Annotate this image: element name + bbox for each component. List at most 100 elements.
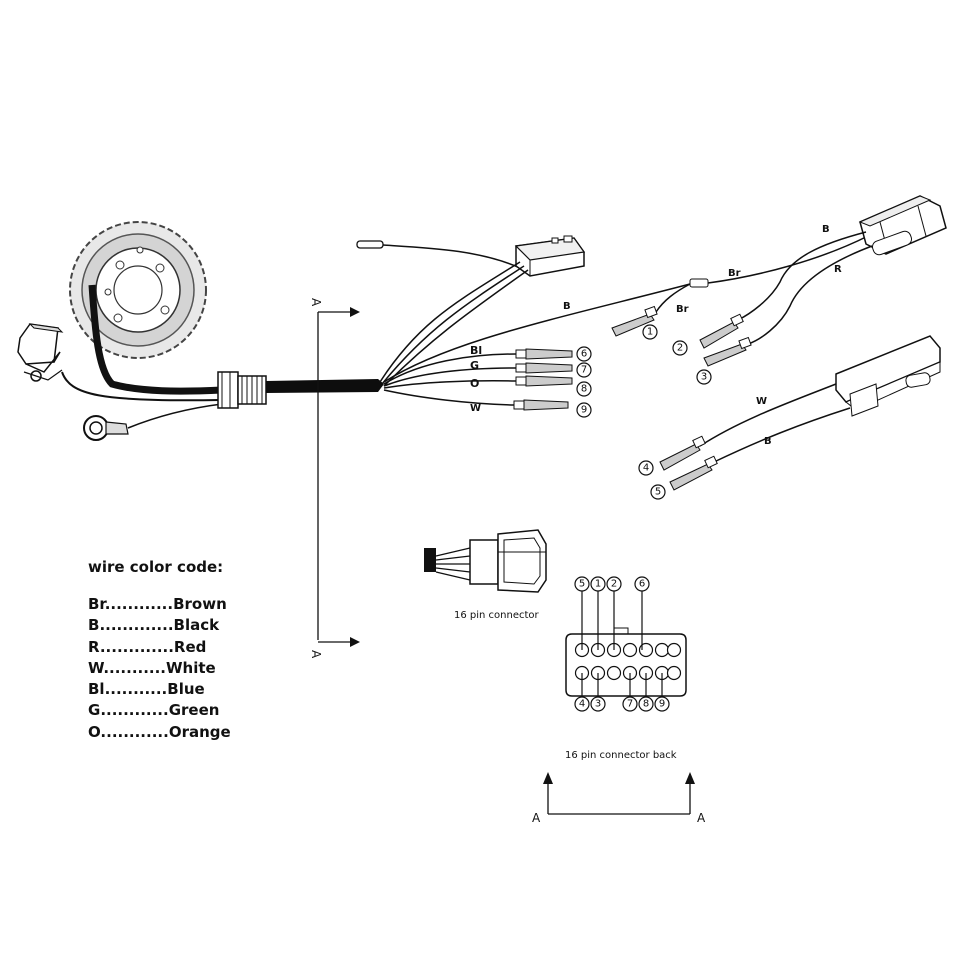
terminal-8 — [515, 375, 573, 387]
wire-br-upper — [707, 235, 869, 284]
legend-item-white: W...........White — [88, 658, 216, 677]
wire-r-top — [747, 245, 873, 345]
pin-number-2: 2 — [606, 576, 622, 592]
svg-text:9: 9 — [581, 405, 587, 416]
wire-w-lower — [699, 383, 837, 447]
stator — [69, 221, 207, 359]
terminal-number-6: 6 — [576, 346, 592, 362]
terminal-7 — [515, 362, 573, 374]
svg-text:7: 7 — [581, 365, 587, 376]
wire-w — [383, 389, 515, 406]
wire-b-lower — [713, 407, 851, 463]
svg-text:8: 8 — [643, 699, 649, 710]
wire-label-b: B — [563, 301, 571, 312]
pin-number-5: 5 — [574, 576, 590, 592]
ground-wire — [127, 403, 223, 429]
connector-16-back-label: 16 pin connector back — [565, 750, 677, 761]
pin-number-7: 7 — [622, 696, 638, 712]
terminal-number-4: 4 — [638, 460, 654, 476]
pickup-wire — [61, 371, 221, 402]
wire-o — [383, 380, 517, 389]
svg-text:7: 7 — [627, 699, 633, 710]
legend-item-green: G............Green — [88, 701, 220, 720]
svg-text:1: 1 — [595, 579, 601, 590]
pin-number-8: 8 — [638, 696, 654, 712]
svg-text:4: 4 — [579, 699, 585, 710]
terminal-5 — [669, 455, 718, 491]
svg-text:5: 5 — [579, 579, 585, 590]
pin-number-3: 3 — [590, 696, 606, 712]
temp-sensor — [356, 240, 521, 269]
wire-label-r-top: R — [834, 264, 842, 275]
wire-label-b-top: B — [822, 224, 830, 235]
legend-item-black: B.............Black — [88, 616, 220, 635]
legend-item-brown: Br............Brown — [88, 595, 227, 613]
sixteen-pin-connector-back — [565, 590, 687, 698]
wire-label-o: O — [470, 377, 479, 390]
terminal-4 — [659, 435, 706, 471]
pin-number-9: 9 — [654, 696, 670, 712]
svg-text:9: 9 — [659, 699, 665, 710]
terminal-1 — [611, 305, 658, 337]
legend-item-red: R.............Red — [88, 637, 207, 656]
wire-label-g: G — [470, 359, 479, 372]
lower-right-connector — [835, 335, 941, 417]
wire-label-w-lower: W — [756, 396, 767, 407]
pin-number-6: 6 — [634, 576, 650, 592]
connector-16-label: 16 pin connector — [454, 610, 540, 621]
wire-color-legend: wire color code: Br............Brown B..… — [88, 558, 231, 743]
terminal-number-5: 5 — [650, 484, 666, 500]
terminal-number-7: 7 — [576, 362, 592, 378]
wire-label-br-1: Br — [728, 268, 741, 279]
main-harness — [266, 379, 384, 393]
terminal-2 — [699, 313, 744, 349]
svg-text:3: 3 — [595, 699, 601, 710]
legend-title: wire color code: — [88, 558, 224, 576]
wire-label-w: W — [470, 403, 481, 414]
pickup-sensor — [17, 323, 64, 382]
wire-br-lower — [655, 283, 691, 313]
wire-bl — [383, 353, 517, 385]
section-a-label: A — [309, 650, 323, 659]
svg-text:6: 6 — [581, 349, 587, 360]
svg-text:6: 6 — [639, 579, 645, 590]
pin-number-1: 1 — [590, 576, 606, 592]
svg-text:4: 4 — [643, 463, 649, 474]
svg-text:2: 2 — [611, 579, 617, 590]
section-a-label: A — [697, 811, 706, 825]
wire-label-bl: Bl — [470, 344, 482, 357]
terminal-number-3: 3 — [696, 369, 712, 385]
stator-lead-wire — [88, 284, 223, 395]
terminal-3 — [703, 336, 752, 367]
legend-item-orange: O............Orange — [88, 722, 231, 741]
terminal-number-8: 8 — [576, 381, 592, 397]
pin-number-4: 4 — [574, 696, 590, 712]
regulator-wires — [379, 261, 521, 383]
svg-text:1: 1 — [647, 327, 653, 338]
regulator-connector — [514, 235, 586, 277]
wire-b-main — [383, 283, 691, 383]
top-right-connector — [858, 195, 947, 256]
sixteen-pin-connector — [424, 529, 547, 593]
terminal-number-1: 1 — [642, 324, 658, 340]
terminal-number-2: 2 — [672, 340, 688, 356]
wire-label-br-2: Br — [676, 304, 689, 315]
legend-item-blue: Bl...........Blue — [88, 680, 205, 699]
section-a-bottom: A A — [532, 772, 706, 825]
section-a-label: A — [309, 298, 323, 307]
svg-text:5: 5 — [655, 487, 661, 498]
inline-connector — [217, 371, 267, 409]
section-a-label: A — [532, 811, 541, 825]
ring-terminal — [83, 415, 129, 441]
svg-text:2: 2 — [677, 343, 683, 354]
wire-g — [383, 367, 517, 387]
svg-text:8: 8 — [581, 384, 587, 395]
wire-b-top — [737, 231, 867, 321]
terminal-9 — [513, 399, 569, 411]
wire-label-b-lower: B — [764, 436, 772, 447]
terminal-6 — [515, 348, 573, 360]
svg-text:3: 3 — [701, 372, 707, 383]
section-a-top: A A — [309, 298, 360, 659]
splice — [689, 278, 709, 288]
